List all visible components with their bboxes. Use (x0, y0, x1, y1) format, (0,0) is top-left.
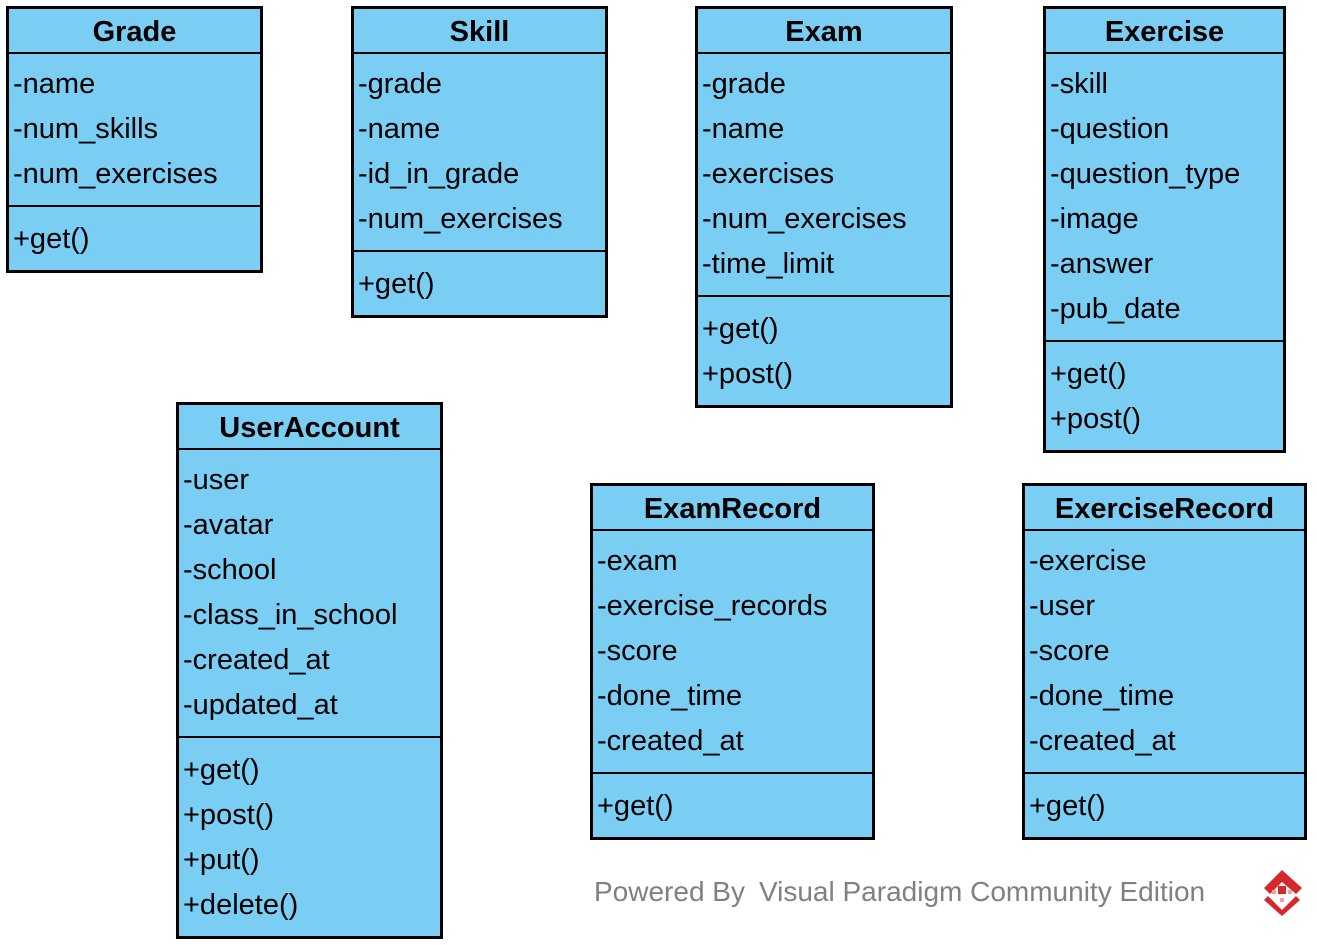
attribute: -avatar (183, 509, 274, 541)
attributes-compartment: -exam -exercise_records -score -done_time -c… (593, 531, 872, 772)
operation: +get() (13, 223, 90, 255)
class-exam: Exam-grade-name-exercises-num_exercises-… (695, 6, 953, 408)
operation: +post() (702, 358, 794, 390)
class-name: ExamRecord (593, 486, 872, 531)
attribute: -created_at (183, 644, 330, 676)
attributes-compartment: -name -num_skills -num_exercises (9, 54, 260, 205)
operation: +get() (702, 313, 779, 345)
operation: +post() (1050, 403, 1142, 435)
class-name: Grade (9, 9, 260, 54)
attribute: -exercises (702, 158, 835, 190)
operation: +post() (183, 799, 275, 831)
attribute: -exercise_records (597, 590, 828, 622)
class-name: Exercise (1046, 9, 1283, 54)
attributes-compartment: -grade -name -exercises -num_exercises -time… (698, 54, 950, 295)
class-useraccount: UserAccount -user -avatar -school -class_in_… (176, 402, 443, 939)
attribute: -created_at (597, 725, 744, 757)
attributes-compartment: -skill -question -question_type -image -answ… (1046, 54, 1283, 340)
attribute: -name (13, 68, 96, 100)
class-name: Exam (698, 9, 950, 54)
operations-compartment: +get() (1025, 772, 1304, 837)
attributes-compartment: -user -avatar -school -class_in_school -crea… (179, 450, 440, 736)
attribute: -question_type (1050, 158, 1241, 190)
operations-compartment: +get() +post() (698, 295, 950, 405)
attributes-compartment: -grade -name -id_in_grade -num_exercises (354, 54, 605, 250)
attribute: -question (1050, 113, 1170, 145)
attribute: -score (597, 635, 678, 667)
attribute: -done_time (1029, 680, 1175, 712)
class-examrecord: ExamRecord -exam -exercise_records -score -d… (590, 483, 875, 840)
watermark: Powered By Visual Paradigm Community Edi… (594, 876, 1205, 908)
attribute: -score (1029, 635, 1110, 667)
attribute: -answer (1050, 248, 1154, 280)
attribute: -id_in_grade (358, 158, 520, 190)
class-name: Skill (354, 9, 605, 54)
attribute: -exam (597, 545, 678, 577)
operation: +get() (1029, 790, 1106, 822)
attribute: -skill (1050, 68, 1108, 100)
operation: +get() (1050, 358, 1127, 390)
attributes-compartment: -exercise -user -score -done_time -created_a… (1025, 531, 1304, 772)
operations-compartment: +get() (9, 205, 260, 270)
class-exerciserecord: ExerciseRecord -exercise -user -score -done_… (1022, 483, 1307, 840)
operations-compartment: +get() +post() (1046, 340, 1283, 450)
operation: +get() (358, 268, 435, 300)
attribute: -name (358, 113, 441, 145)
class-name: ExerciseRecord (1025, 486, 1304, 531)
watermark-product: Visual Paradigm Community Edition (758, 876, 1206, 907)
attribute: -created_at (1029, 725, 1176, 757)
operation: +get() (597, 790, 674, 822)
attribute: -grade (358, 68, 442, 100)
operation: +get() (183, 754, 260, 786)
attribute: -school (183, 554, 277, 586)
attribute: -num_skills (13, 113, 159, 145)
operations-compartment: +get() +post() +put() +delete() (179, 736, 440, 936)
class-exercise: Exercise -skill -question -question_type -im… (1043, 6, 1286, 453)
visual-paradigm-logo-icon (1264, 870, 1302, 916)
operations-compartment: +get() (593, 772, 872, 837)
attribute: -num_exercises (13, 158, 218, 190)
attribute: -class_in_school (183, 599, 398, 631)
attribute: -num_exercises (702, 203, 907, 235)
class-skill: Skill -grade -name -id_in_grade -num_exercis… (351, 6, 608, 318)
operations-compartment: +get() (354, 250, 605, 315)
attribute: -done_time (597, 680, 743, 712)
class-name: UserAccount (179, 405, 440, 450)
attribute: -name (702, 113, 785, 145)
attribute: -image (1050, 203, 1139, 235)
attribute: -exercise (1029, 545, 1147, 577)
watermark-powered-by: Powered By (594, 876, 745, 907)
class-grade: Grade -name -num_skills -num_exercises +get(… (6, 6, 263, 273)
operation: +put() (183, 844, 260, 876)
attribute: -time_limit (702, 248, 835, 280)
attribute: -updated_at (183, 689, 338, 721)
attribute: -num_exercises (358, 203, 563, 235)
operation: +delete() (183, 889, 299, 921)
attribute: -grade (702, 68, 786, 100)
attribute: -user (1029, 590, 1096, 622)
attribute: -user (183, 464, 250, 496)
attribute: -pub_date (1050, 293, 1181, 325)
